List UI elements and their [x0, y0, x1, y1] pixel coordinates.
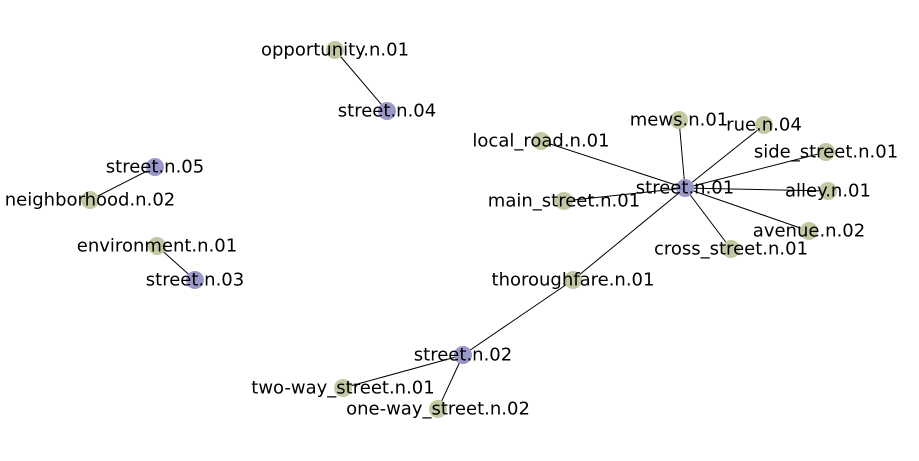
node-opportunity-n-01[interactable]	[326, 41, 344, 59]
node-main-street-n-01[interactable]	[555, 192, 573, 210]
node-cross-street-n-01[interactable]	[722, 240, 740, 258]
node-rue-n-04[interactable]	[755, 116, 773, 134]
node-street-n-04[interactable]	[378, 102, 396, 120]
node-side-street-n-01[interactable]	[817, 143, 835, 161]
node-street-n-02[interactable]	[454, 346, 472, 364]
edge-street-n-01-to-cross-street-n-01	[684, 187, 732, 250]
edge-opportunity-n-01-to-street-n-04	[334, 49, 388, 112]
node-neighborhood-n-02[interactable]	[81, 191, 99, 209]
node-street-n-03[interactable]	[186, 271, 204, 289]
node-label-avenue-n-02: avenue.n.02	[753, 221, 865, 242]
node-label-environment-n-01: environment.n.01	[77, 236, 237, 257]
node-label-two-way-street-n-01: two-way_street.n.01	[251, 378, 434, 399]
node-one-way-street-n-02[interactable]	[429, 400, 447, 418]
node-label-opportunity-n-01: opportunity.n.01	[261, 40, 409, 61]
edge-street-n-01-to-rue-n-04	[684, 124, 765, 189]
edge-street-n-01-to-main-street-n-01	[563, 187, 686, 202]
node-alley-n-01[interactable]	[819, 182, 837, 200]
node-local-road-n-01[interactable]	[532, 132, 550, 150]
node-label-mews-n-01: mews.n.01	[630, 110, 728, 131]
edge-street-n-01-to-thoroughfare-n-01	[572, 187, 686, 281]
label-layer: opportunity.n.01 street.n.04 street.n.05 ne…	[5, 40, 898, 420]
node-mews-n-01[interactable]	[670, 111, 688, 129]
node-label-street-n-03: street.n.03	[146, 270, 244, 291]
node-environment-n-01[interactable]	[148, 237, 166, 255]
edge-street-n-05-to-neighborhood-n-02	[89, 166, 156, 201]
node-thoroughfare-n-01[interactable]	[564, 271, 582, 289]
node-label-side-street-n-01: side_street.n.01	[754, 142, 898, 163]
node-label-street-n-05: street.n.05	[106, 157, 204, 178]
node-street-n-01[interactable]	[676, 179, 694, 197]
edge-street-n-01-to-local-road-n-01	[540, 140, 686, 189]
edge-street-n-01-to-avenue-n-02	[684, 187, 810, 232]
node-label-cross-street-n-01: cross_street.n.01	[654, 239, 808, 260]
node-avenue-n-02[interactable]	[800, 222, 818, 240]
node-label-street-n-01: street.n.01	[636, 178, 734, 199]
node-label-street-n-02: street.n.02	[414, 345, 512, 366]
node-label-alley-n-01: alley.n.01	[785, 181, 871, 202]
node-label-street-n-04: street.n.04	[338, 101, 436, 122]
edge-layer	[89, 49, 829, 410]
edge-street-n-01-to-alley-n-01	[684, 187, 829, 192]
node-label-neighborhood-n-02: neighborhood.n.02	[5, 190, 175, 211]
edge-street-n-01-to-side-street-n-01	[684, 151, 827, 189]
edge-thoroughfare-n-01-to-street-n-02	[462, 279, 574, 356]
node-label-local-road-n-01: local_road.n.01	[472, 131, 609, 152]
node-label-rue-n-04: rue.n.04	[726, 115, 802, 136]
node-street-n-05[interactable]	[146, 158, 164, 176]
node-layer	[81, 41, 837, 418]
node-label-main-street-n-01: main_street.n.01	[488, 191, 640, 212]
node-label-one-way-street-n-02: one-way_street.n.02	[346, 399, 530, 420]
edge-street-n-02-to-one-way-street-n-02	[437, 354, 464, 410]
node-two-way-street-n-01[interactable]	[334, 379, 352, 397]
node-label-thoroughfare-n-01: thoroughfare.n.01	[492, 270, 655, 291]
edge-street-n-02-to-two-way-street-n-01	[342, 354, 464, 389]
edge-street-n-01-to-mews-n-01	[678, 119, 686, 189]
